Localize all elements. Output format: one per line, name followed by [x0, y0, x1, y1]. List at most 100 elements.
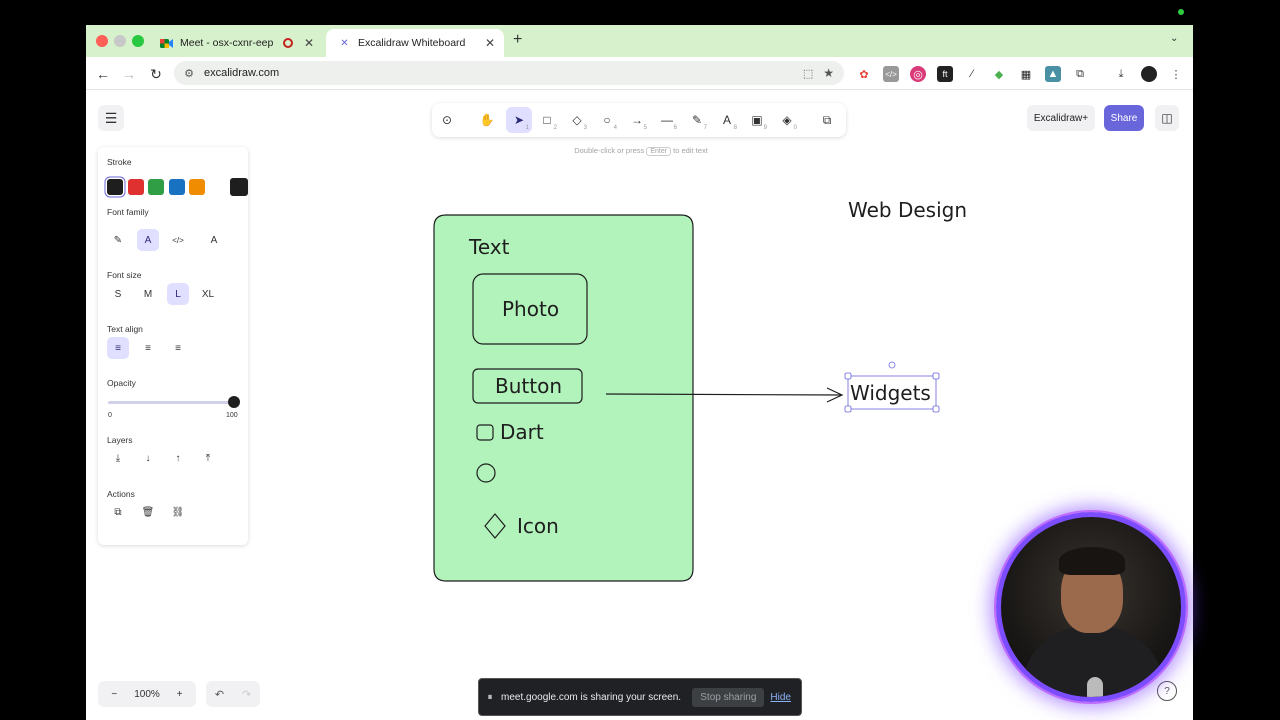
close-window-icon[interactable]	[96, 35, 108, 47]
resize-handle[interactable]	[932, 372, 940, 380]
diamond-shape[interactable]	[484, 513, 506, 539]
arrow-tool-icon[interactable]: →5	[631, 113, 647, 131]
extension-color-icon[interactable]: ✿	[859, 68, 869, 81]
circle-shape[interactable]	[476, 463, 496, 483]
resize-handle[interactable]	[844, 405, 852, 413]
stroke-color-swatch[interactable]	[189, 179, 205, 195]
align-left-icon[interactable]: ≡	[107, 337, 129, 359]
extension-image-icon[interactable]: ▲	[1045, 66, 1061, 82]
main-menu-button[interactable]: ☰	[98, 105, 124, 131]
font-size-m-button[interactable]: M	[143, 288, 153, 300]
code-font-icon[interactable]: </>	[172, 235, 184, 245]
opacity-slider-knob[interactable]	[228, 396, 240, 408]
selection-tool-icon[interactable]: ➤1	[506, 107, 532, 133]
arrow-line[interactable]	[605, 393, 842, 396]
button-text[interactable]: Button	[495, 374, 562, 398]
zoom-in-button[interactable]: +	[176, 688, 183, 700]
image-tool-icon[interactable]: ▣9	[751, 113, 767, 131]
opacity-slider[interactable]	[108, 401, 234, 404]
downloads-icon[interactable]: ⤓	[1118, 67, 1124, 80]
extensions-puzzle-icon[interactable]: ⧉	[1076, 67, 1084, 80]
webcam-bubble[interactable]	[996, 512, 1186, 702]
send-to-back-icon[interactable]: ⤓	[115, 452, 121, 464]
rectangle-tool-icon[interactable]: □2	[543, 113, 557, 131]
bring-to-front-icon[interactable]: ⤒	[205, 452, 211, 464]
icon-text[interactable]: Icon	[517, 514, 559, 538]
redo-icon[interactable]: ↷	[241, 688, 252, 701]
font-size-xl-button[interactable]: XL	[201, 288, 215, 300]
eraser-tool-icon[interactable]: ◈0	[782, 113, 797, 131]
new-tab-button[interactable]: +	[513, 31, 523, 48]
site-info-icon[interactable]: ⚙	[184, 67, 194, 80]
zoom-level[interactable]: 100%	[134, 688, 160, 700]
lock-tool-icon[interactable]: ⊙	[441, 113, 453, 127]
send-backward-icon[interactable]: ↓	[145, 452, 151, 464]
stop-sharing-button[interactable]: Stop sharing	[692, 687, 765, 707]
reload-icon[interactable]: ↻	[150, 65, 162, 82]
forward-icon[interactable]: →	[122, 66, 136, 82]
extension-grid-icon[interactable]: ▦	[1020, 68, 1032, 81]
bring-forward-icon[interactable]: ↑	[175, 452, 181, 464]
tab-meet[interactable]: Meet - osx-cxnr-eep ✕	[148, 29, 323, 57]
back-icon[interactable]: ←	[96, 66, 110, 82]
dart-checkbox[interactable]	[476, 424, 494, 441]
browser-menu-icon[interactable]: ⋮	[1170, 68, 1182, 81]
tab-search-icon[interactable]: ⌄	[1170, 33, 1179, 44]
hand-tool-icon[interactable]: ✋	[479, 113, 495, 127]
resize-handle[interactable]	[932, 405, 940, 413]
normal-font-icon[interactable]: A	[137, 229, 159, 251]
extension-font-icon[interactable]: ft	[937, 66, 953, 82]
card-shape[interactable]	[433, 214, 694, 582]
drawing-canvas[interactable]	[86, 91, 1193, 720]
install-app-icon[interactable]: ⬚	[802, 67, 814, 80]
widgets-text[interactable]: Widgets	[850, 381, 931, 405]
stroke-color-swatch[interactable]	[107, 179, 123, 195]
hand-drawn-font-icon[interactable]: ✎	[113, 234, 123, 246]
duplicate-icon[interactable]: ⧉	[114, 506, 122, 518]
web-design-heading[interactable]: Web Design	[848, 198, 968, 222]
close-tab-icon[interactable]: ✕	[303, 36, 315, 50]
library-sidebar-icon[interactable]: ◫	[1155, 105, 1179, 131]
share-button[interactable]: Share	[1104, 105, 1144, 131]
extension-code-icon[interactable]: </>	[883, 66, 899, 82]
current-color-swatch[interactable]	[230, 178, 248, 196]
card-title-text[interactable]: Text	[469, 235, 510, 259]
diamond-tool-icon[interactable]: ◇3	[572, 113, 587, 131]
close-tab-icon[interactable]: ✕	[484, 36, 496, 50]
tab-excalidraw[interactable]: ✕ Excalidraw Whiteboard ✕	[326, 29, 504, 57]
delete-icon[interactable]: 🗑	[141, 506, 155, 518]
photo-text[interactable]: Photo	[502, 297, 560, 321]
excalidraw-plus-button[interactable]: Excalidraw+	[1027, 105, 1095, 131]
pause-icon[interactable]: ⏸	[487, 691, 493, 703]
extension-circle-icon[interactable]: ◎	[910, 66, 926, 82]
profile-avatar[interactable]	[1141, 66, 1157, 82]
undo-icon[interactable]: ↶	[214, 688, 225, 701]
extension-gem-icon[interactable]: ◆	[994, 68, 1004, 81]
stroke-color-swatch[interactable]	[127, 179, 144, 195]
font-size-l-button[interactable]: L	[167, 283, 189, 305]
hide-bar-link[interactable]: Hide	[770, 691, 791, 703]
dart-text[interactable]: Dart	[500, 420, 544, 444]
font-picker-icon[interactable]: A	[210, 234, 218, 246]
align-center-icon[interactable]: ≡	[145, 342, 151, 354]
align-right-icon[interactable]: ≡	[175, 342, 181, 354]
button-box[interactable]	[472, 368, 583, 404]
minimize-window-icon[interactable]	[114, 35, 126, 47]
zoom-window-icon[interactable]	[132, 35, 144, 47]
zoom-out-button[interactable]: −	[111, 688, 118, 700]
stroke-color-swatch[interactable]	[148, 179, 164, 195]
extension-pen-icon[interactable]: ⁄	[971, 68, 973, 80]
stroke-color-swatch[interactable]	[168, 179, 185, 195]
url-bar[interactable]: ⚙ excalidraw.com ⬚ ★	[174, 61, 844, 85]
ellipse-tool-icon[interactable]: ○4	[603, 113, 617, 131]
rotate-handle[interactable]	[888, 361, 896, 369]
font-size-s-button[interactable]: S	[114, 288, 122, 300]
photo-box[interactable]	[472, 273, 588, 345]
link-icon[interactable]: ⛓	[171, 506, 185, 518]
draw-tool-icon[interactable]: ✎7	[691, 113, 707, 131]
line-tool-icon[interactable]: —6	[661, 113, 677, 131]
extra-tools-tool-icon[interactable]: ⧉	[822, 112, 832, 127]
bookmark-star-icon[interactable]: ★	[823, 66, 834, 80]
resize-handle[interactable]	[844, 372, 852, 380]
